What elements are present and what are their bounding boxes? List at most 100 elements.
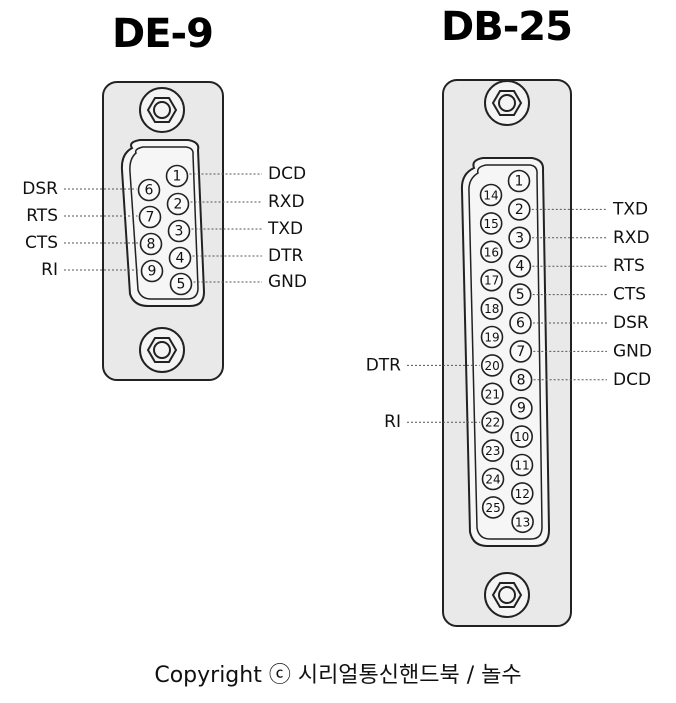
db25-title: DB-25	[441, 4, 573, 50]
db25-pin-10-number: 10	[514, 430, 529, 444]
db25-pin-25: 25	[481, 496, 505, 519]
db25-pin-9: 9	[510, 396, 533, 420]
de9-pin-4: 4	[168, 246, 192, 270]
de9-pin-9-ring	[140, 259, 164, 283]
db25-pin-23-number: 23	[485, 444, 500, 458]
db25-pin-3: 3	[508, 226, 531, 250]
db25-pin-24: 24	[481, 467, 505, 491]
db25-pins: 1234567891011121314151617181920212223242…	[479, 169, 534, 534]
db25-pin-1-number: 1	[515, 174, 524, 190]
db25-pin-21: 21	[481, 382, 504, 406]
de9-pin-8: 8	[139, 232, 163, 256]
de9-leaders	[64, 173, 262, 283]
de9-signal-dtr: DTR	[268, 246, 303, 266]
db25-pin-15-number: 15	[484, 217, 499, 231]
db25-pin-14-ring	[479, 183, 503, 207]
de9-pin-3-ring	[167, 219, 191, 243]
db25-pin-10-ring	[510, 425, 534, 448]
db25-pin-9-ring	[510, 396, 533, 420]
de9-pin-8-ring	[139, 232, 163, 256]
db25-pin-19-number: 19	[484, 331, 499, 345]
db25-bottom-screw-icon	[484, 572, 530, 618]
db25-pin-19-ring	[480, 325, 504, 349]
de9-signal-rxd: RXD	[268, 192, 305, 212]
db25-signal-dsr: DSR	[613, 313, 649, 333]
db25-pin-24-number: 24	[485, 473, 500, 487]
db25-pin-8-number: 8	[517, 372, 526, 388]
db25-pin-12-number: 12	[515, 487, 530, 501]
db25-pin-4-number: 4	[515, 259, 524, 275]
de9-signal-dsr: DSR	[22, 179, 58, 199]
db25-pin-21-ring	[481, 382, 504, 406]
de9-pin-6-ring	[137, 178, 161, 202]
db25-pin-16-ring	[480, 240, 503, 264]
de9-signal-gnd: GND	[268, 272, 307, 292]
db25-pin-25-ring	[481, 496, 505, 519]
db25-pin-5: 5	[508, 283, 532, 306]
db25-pin-22-ring	[481, 410, 504, 434]
db25-pin-18-number: 18	[484, 302, 499, 316]
db25-pin-12: 12	[510, 482, 534, 505]
db25-pin-22-number: 22	[485, 416, 500, 430]
db25-pin-6: 6	[509, 311, 532, 335]
de9-pin-5-ring	[169, 272, 193, 296]
db25-connector: 1234567891011121314151617181920212223242…	[366, 79, 652, 627]
de9-pin-2-number: 2	[174, 197, 183, 213]
de9-pin-2: 2	[166, 192, 190, 216]
de9-pin-1-number: 1	[173, 169, 182, 185]
db25-pin-13: 13	[511, 510, 534, 534]
db25-pin-17-number: 17	[484, 274, 499, 288]
db25-signal-rts: RTS	[613, 256, 645, 276]
db25-pin-9-number: 9	[517, 401, 526, 417]
db25-signal-dtr: DTR	[366, 355, 401, 375]
db25-pin-17-ring	[480, 268, 503, 292]
de9-pin-4-number: 4	[176, 251, 185, 267]
de9-signal-rts: RTS	[26, 206, 58, 226]
db25-pin-23-ring	[481, 439, 505, 462]
de9-signal-txd: TXD	[267, 219, 303, 239]
db25-pin-17: 17	[480, 268, 503, 292]
db25-pin-16-number: 16	[484, 245, 499, 259]
db25-pin-14: 14	[479, 183, 503, 207]
db25-pin-4: 4	[508, 254, 532, 278]
db25-pin-18-ring	[480, 297, 504, 320]
de9-pins: 1 2 3 4 5 6 7 8 9	[137, 164, 193, 296]
db25-pin-11-number: 11	[514, 459, 529, 473]
db25-pin-3-number: 3	[515, 230, 524, 246]
de9-pin-1-ring	[165, 164, 189, 188]
db25-pin-2-number: 2	[515, 202, 524, 218]
db25-signal-ri: RI	[384, 412, 401, 432]
db25-pin-25-number: 25	[486, 501, 501, 515]
db25-pin-6-number: 6	[516, 316, 525, 332]
db25-pin-15-ring	[479, 212, 503, 235]
db25-pin-6-ring	[509, 311, 532, 335]
db25-pin-8-ring	[509, 368, 533, 392]
db25-pin-11: 11	[510, 453, 534, 477]
db25-signal-txd: TXD	[612, 199, 648, 219]
db25-pin-22: 22	[481, 410, 504, 434]
db25-pin-4-ring	[508, 254, 532, 278]
de9-pin-3: 3	[167, 219, 191, 243]
de9-signal-ri: RI	[41, 260, 58, 280]
de9-pin-5: 5	[169, 272, 193, 296]
de9-pin-7-ring	[138, 205, 162, 229]
de9-pin-9: 9	[140, 259, 164, 283]
db25-pin-20-number: 20	[485, 359, 500, 373]
copyright-text: Copyright ⓒ 시리얼통신핸드북 / 놀수	[154, 663, 522, 688]
de9-pin-7-number: 7	[146, 210, 155, 226]
db25-pin-18: 18	[480, 297, 504, 320]
de9-pin-6-number: 6	[145, 183, 154, 199]
de9-pin-2-ring	[166, 192, 190, 216]
db25-pin-5-ring	[508, 283, 532, 306]
db25-pin-11-ring	[510, 453, 534, 477]
db25-pin-1: 1	[507, 169, 531, 193]
db25-top-screw-icon	[484, 80, 530, 126]
db25-pin-1-ring	[507, 169, 531, 193]
de9-top-screw-icon	[139, 87, 185, 133]
db25-pin-7: 7	[509, 340, 533, 363]
de9-pin-1: 1	[165, 164, 189, 188]
de9-pin-6: 6	[137, 178, 161, 202]
